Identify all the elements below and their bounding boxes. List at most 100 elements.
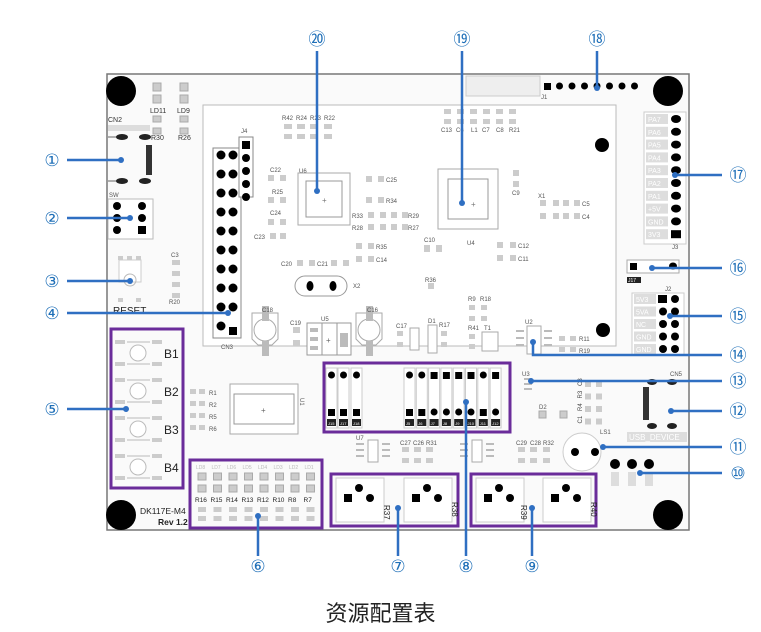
jumper-j11[interactable]: J11 xyxy=(477,367,490,429)
label-j3: J3 xyxy=(672,245,679,251)
potentiometer-r37[interactable] xyxy=(335,477,385,523)
key-b1[interactable] xyxy=(115,340,162,366)
potentiometer-r38[interactable] xyxy=(403,477,453,523)
label-d1: D1 xyxy=(428,319,436,325)
sensor-pins[interactable] xyxy=(610,459,654,486)
cn3-pin xyxy=(216,264,226,274)
label-c12: C12 xyxy=(518,244,530,250)
jumper-j18[interactable]: J18 xyxy=(350,367,363,429)
label-c19: C19 xyxy=(290,321,302,327)
led-label: LD1 xyxy=(305,465,314,471)
cn3-pin xyxy=(228,245,238,255)
j3-pin-label-bg xyxy=(646,126,668,137)
j3-pin-label: PA6 xyxy=(648,130,661,137)
label-c6: C6 xyxy=(456,128,464,134)
top-passives xyxy=(444,109,516,124)
label-c9: C9 xyxy=(512,191,520,197)
mount-hole-inner-1 xyxy=(595,138,609,152)
label-c13: C13 xyxy=(441,128,453,134)
label-r11: R11 xyxy=(579,337,590,343)
j2-pin xyxy=(671,332,679,341)
j2-pin-label-bg xyxy=(634,344,656,354)
sensor-pin-label-bg xyxy=(645,472,653,486)
ls1-buzzer xyxy=(562,432,602,472)
label-c27: C27 xyxy=(400,441,412,447)
label-r32: R32 xyxy=(543,441,555,447)
label-c16: C16 xyxy=(367,308,379,314)
label-cn5: CN5 xyxy=(670,372,683,378)
jumper-j8[interactable]: J8 xyxy=(440,367,453,429)
j3-pin xyxy=(671,230,681,239)
potentiometer-r40[interactable] xyxy=(542,477,592,523)
jumper-j5[interactable]: J5 xyxy=(403,367,416,429)
potentiometers[interactable] xyxy=(335,477,592,523)
jumper-j12[interactable]: J12 xyxy=(489,367,502,429)
led-label: LD2 xyxy=(289,465,298,471)
jumper-j15[interactable]: J15 xyxy=(325,367,338,429)
c17-d1-r17-pads xyxy=(397,324,447,354)
label-u6: U6 xyxy=(299,169,307,175)
key-b2[interactable] xyxy=(115,378,162,404)
jumper-j17[interactable]: J17 xyxy=(337,367,350,429)
board-revision: Rev 1.2 xyxy=(158,517,188,527)
callout-5: ⑤ xyxy=(44,400,59,420)
cn3-header[interactable] xyxy=(212,147,242,339)
led-ld5 xyxy=(244,472,253,521)
j1-pin xyxy=(631,82,638,90)
label-r42: R42 xyxy=(282,116,294,122)
led-resistor-label: R7 xyxy=(304,497,313,504)
label-ld11: LD11 xyxy=(150,108,166,115)
potentiometer-r39[interactable] xyxy=(475,477,525,523)
sensor-pin xyxy=(644,459,654,469)
callout-10: ⑩ xyxy=(730,464,745,484)
jumper-j7[interactable]: J7 xyxy=(428,367,441,429)
jumper-label: J17 xyxy=(340,421,347,426)
label-r6: R6 xyxy=(209,427,217,433)
j4-pin xyxy=(242,167,250,175)
j3-pin-label-bg xyxy=(646,216,668,227)
j1-pin xyxy=(606,82,613,90)
x2-crystal xyxy=(294,275,348,297)
led-ld8 xyxy=(197,472,207,521)
key-label: B2 xyxy=(164,385,179,399)
label-c8: C8 xyxy=(496,128,504,134)
j3-pin xyxy=(671,140,681,149)
j3-pin-label-bg xyxy=(646,229,668,240)
jumper-j6[interactable]: J6 xyxy=(415,367,428,429)
key-b3[interactable] xyxy=(115,416,162,442)
j3-pin-label-bg xyxy=(646,114,668,124)
label-r2: R2 xyxy=(209,403,217,409)
led-ld4 xyxy=(259,472,269,521)
j2-pin xyxy=(671,307,679,316)
j3-pin-label: +5V xyxy=(648,207,661,214)
label-r27: R27 xyxy=(408,226,420,232)
u6-passives xyxy=(268,175,408,266)
callout-2: ② xyxy=(44,209,59,229)
label-c20: C20 xyxy=(281,262,293,268)
j4-header[interactable] xyxy=(242,141,250,201)
label-u1: U1 xyxy=(298,398,304,406)
u5-regulator: + xyxy=(306,322,352,356)
label-c7: C7 xyxy=(482,128,490,134)
j4-pin xyxy=(242,154,250,162)
label-usb-device: USB_DEVICE xyxy=(629,433,680,442)
jumper-j10[interactable]: J10 xyxy=(465,367,477,429)
led-label: LD5 xyxy=(243,465,252,471)
callout-8: ⑧ xyxy=(458,557,473,577)
label-r29: R29 xyxy=(408,214,420,220)
label-r25: R25 xyxy=(272,190,284,196)
label-r40: R40 xyxy=(589,502,598,517)
cn3-pin xyxy=(216,226,226,236)
key-label: B1 xyxy=(164,347,179,361)
label-r30: R30 xyxy=(151,135,164,142)
label-r1: R1 xyxy=(209,391,217,397)
jumper-j9[interactable]: J9 xyxy=(452,367,465,429)
svg-text:+: + xyxy=(471,200,476,209)
j3-pin-label: PA2 xyxy=(648,181,661,188)
j3-pin-label: PA5 xyxy=(648,143,661,150)
key-b4[interactable] xyxy=(115,454,162,480)
cn2-connector[interactable] xyxy=(108,134,152,184)
